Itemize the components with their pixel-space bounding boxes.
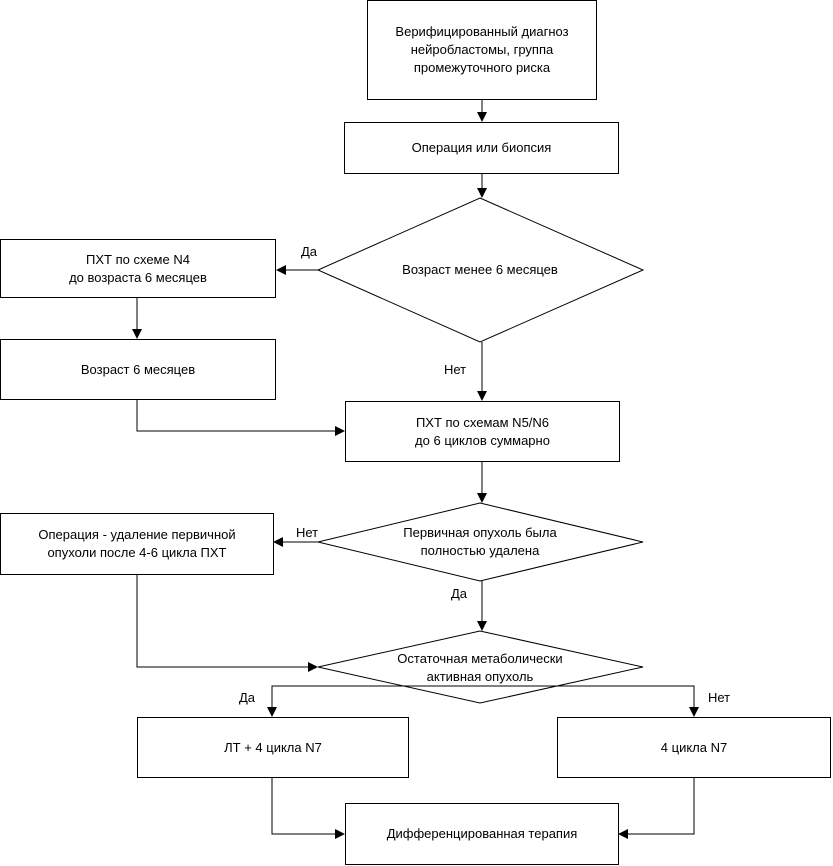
residual-yes-label: Да [239, 690, 256, 705]
removed-decision-label: Первичная опухоль была полностью удалена [403, 525, 557, 558]
age-decision-diamond [316, 197, 645, 343]
operation-removal-box: Операция - удаление первичной опухоли по… [0, 513, 274, 575]
arrow-lt-to-diff [271, 778, 345, 839]
arrow-residual-yes [267, 685, 480, 717]
operation-biopsy-box: Операция или биопсия [344, 122, 619, 174]
age-no-label: Нет [444, 362, 467, 377]
n7-box: 4 цикла N7 [557, 717, 831, 778]
age-decision-label: Возраст менее 6 месяцев [402, 262, 558, 277]
arrow-n7-to-diff [618, 778, 695, 839]
diagnosis-box: Верифицированный диагноз нейробластомы, … [367, 0, 597, 100]
arrow-operation-removal-to-residual [136, 575, 318, 672]
arrow-age6-to-n5n6 [136, 400, 345, 436]
age-6-months-box: Возраст 6 месяцев [0, 339, 276, 400]
removed-yes-label: Да [451, 586, 468, 601]
diff-therapy-box: Дифференцированная терапия [345, 803, 619, 865]
lt-n7-box: ЛТ + 4 цикла N7 [137, 717, 409, 778]
arrow-residual-no [480, 685, 699, 717]
removed-decision-diamond [317, 502, 644, 582]
pxt-n5n6-box: ПХТ по схемам N5/N6 до 6 циклов суммарно [345, 401, 620, 462]
removed-no-label: Нет [296, 525, 319, 540]
residual-decision-label: Остаточная метаболически активная опухол… [397, 651, 563, 684]
pxt-n4-box: ПХТ по схеме N4 до возраста 6 месяцев [0, 239, 276, 298]
age-yes-label: Да [301, 244, 318, 259]
residual-decision-diamond [317, 630, 644, 704]
residual-no-label: Нет [708, 690, 731, 705]
